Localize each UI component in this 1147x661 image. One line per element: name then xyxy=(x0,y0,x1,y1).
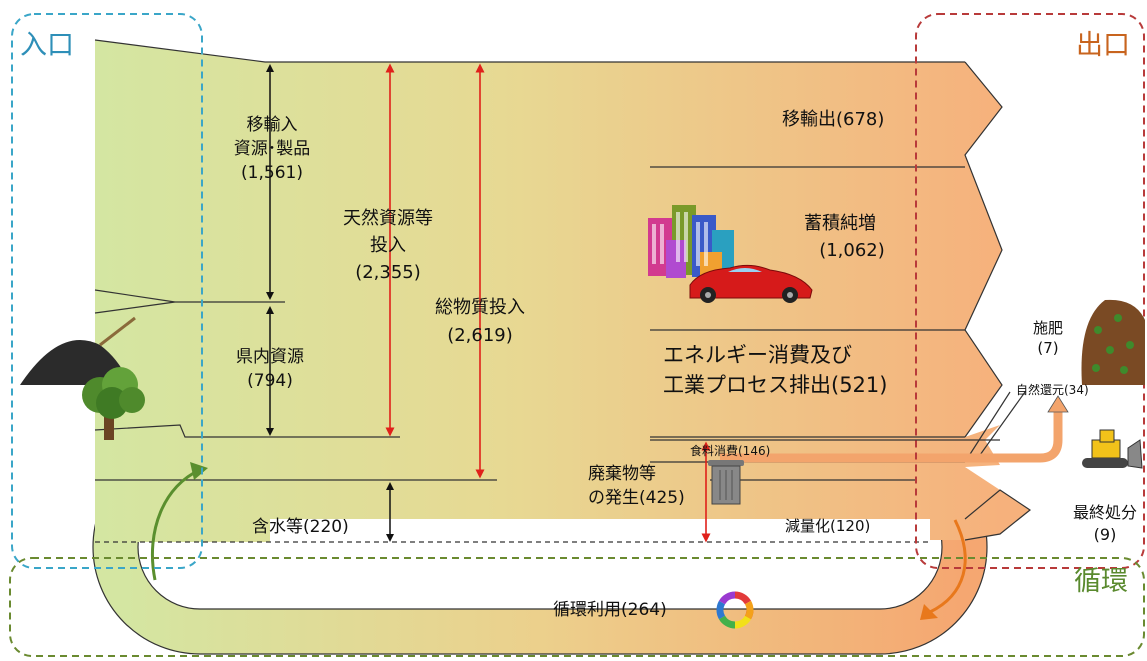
natural-return-label: 自然還元(34) xyxy=(1016,383,1089,397)
fertilizer-label: 施肥 (7) xyxy=(1032,319,1063,357)
natural-return-line-2 xyxy=(974,391,1026,463)
natural-return-line xyxy=(964,391,1011,463)
input-region-box xyxy=(11,13,203,569)
bulldozer-icon xyxy=(1082,429,1143,469)
final-disposal-edge xyxy=(964,489,1032,541)
food-label: 食料消費(146) xyxy=(690,444,771,458)
waste-label: 廃棄物等 の発生(425) xyxy=(588,464,685,508)
section-output-title: 出口 xyxy=(1076,30,1130,61)
fertilizer-pile-icon xyxy=(1081,299,1145,385)
imports-label: 移輸入 資源･製品 (1,561) xyxy=(233,115,311,183)
soil-pile-icon xyxy=(20,316,136,385)
tree-icon xyxy=(82,367,145,440)
cycle-arrow-orange xyxy=(929,519,967,614)
energy-label: エネルギー消費及び 工業プロセス排出(521) xyxy=(663,343,888,397)
input-top-edge xyxy=(94,39,965,63)
fertilizer-arrow xyxy=(720,410,1063,463)
output-region-box xyxy=(915,13,1145,569)
natural-input-label: 天然資源等 投入 (2,355) xyxy=(343,208,433,283)
section-input-title: 入口 xyxy=(20,30,74,61)
recycling-label: 循環利用(264) xyxy=(553,600,667,620)
right-chevrons xyxy=(964,61,1003,438)
cycle-arrow-green xyxy=(150,468,201,581)
final-disposal-label: 最終処分 (9) xyxy=(1072,503,1137,544)
reduction-label: 減量化(120) xyxy=(785,517,871,535)
main-flow-body xyxy=(95,40,1030,542)
domestic-label: 県内資源 (794) xyxy=(236,347,304,391)
cycle-region-box xyxy=(9,557,1145,657)
water-label: 含水等(220) xyxy=(252,517,349,537)
total-input-label: 総物質投入 (2,619) xyxy=(435,297,525,346)
section-cycle-title: 循環 xyxy=(1074,566,1128,597)
recycle-ring-icon xyxy=(716,591,754,629)
domestic-lower-edge xyxy=(94,424,400,438)
red-car-icon xyxy=(689,264,813,303)
city-buildings-icon xyxy=(648,205,734,282)
exports-label: 移輸出(678) xyxy=(782,109,885,130)
trash-can-icon xyxy=(708,460,744,505)
accumulation-label: 蓄積純増 (1,062) xyxy=(804,213,885,261)
